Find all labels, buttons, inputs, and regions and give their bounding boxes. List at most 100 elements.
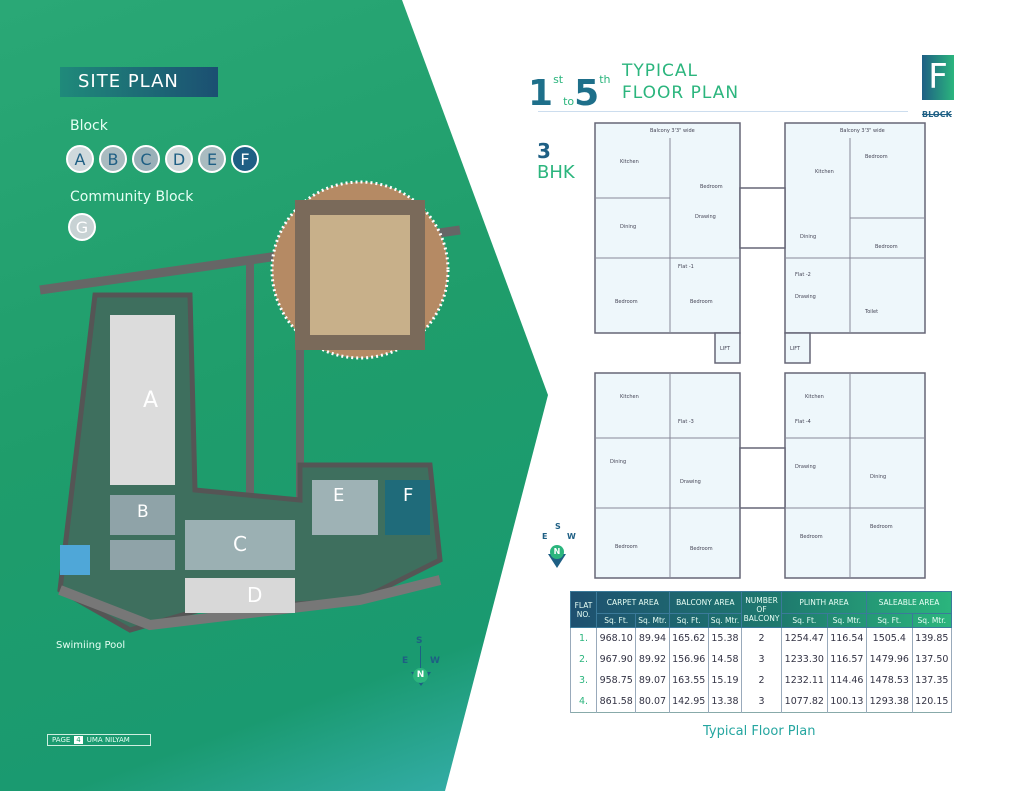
header-number-of-balcony: NUMBER OF BALCONY — [741, 591, 783, 628]
table-cell: 2 — [741, 670, 783, 691]
divider — [538, 111, 908, 112]
header-plinth: PLINTH AREA — [781, 591, 867, 614]
map-label-d: D — [247, 583, 263, 607]
svg-text:LIFT: LIFT — [720, 346, 731, 352]
site-plan-title: SITE PLAN — [60, 67, 218, 97]
svg-text:Drawing: Drawing — [795, 464, 816, 470]
table-cell: 137.50 — [911, 649, 953, 670]
map-label-b: B — [137, 502, 149, 522]
table-cell: 142.95 — [668, 691, 709, 713]
svg-text:Bedroom: Bedroom — [700, 184, 723, 190]
svg-text:LIFT: LIFT — [790, 346, 801, 352]
svg-text:Drawing: Drawing — [680, 479, 701, 485]
table-cell: 1. — [570, 627, 597, 649]
table-cell: 14.58 — [707, 649, 743, 670]
svg-text:Bedroom: Bedroom — [690, 299, 713, 305]
pool-label: Swimiing Pool — [56, 640, 126, 651]
header-flat-no: FLAT NO. — [570, 591, 597, 628]
svg-text:Kitchen: Kitchen — [620, 394, 639, 400]
svg-text:Flat -1: Flat -1 — [678, 264, 694, 270]
block-badge-label: BLOCK — [922, 110, 952, 119]
map-label-f: F — [403, 485, 414, 506]
svg-text:Kitchen: Kitchen — [805, 394, 824, 400]
table-cell: 163.55 — [668, 670, 709, 691]
block-badge: F — [922, 55, 954, 100]
table-cell: 89.92 — [635, 649, 670, 670]
svg-text:Flat -3: Flat -3 — [678, 419, 694, 425]
table-cell: 4. — [570, 691, 597, 713]
block-a-button[interactable]: A — [66, 145, 94, 173]
table-cell: 3. — [570, 670, 597, 691]
svg-text:Dining: Dining — [620, 224, 636, 230]
table-cell: 13.38 — [707, 691, 743, 713]
svg-text:Bedroom: Bedroom — [615, 544, 638, 550]
svg-text:Dining: Dining — [610, 459, 626, 465]
svg-text:Bedroom: Bedroom — [870, 524, 893, 530]
community-block-label: Community Block — [70, 189, 194, 205]
table-cell: 116.57 — [826, 649, 868, 670]
table-cell: 89.07 — [635, 670, 670, 691]
table-cell: 1505.4 — [866, 627, 913, 649]
block-f-button[interactable]: F — [231, 145, 259, 173]
block-b-button[interactable]: B — [99, 145, 127, 173]
block-e-button[interactable]: E — [198, 145, 226, 173]
table-cell: 15.19 — [707, 670, 743, 691]
table-cell: 3 — [741, 649, 783, 670]
table-cell: 1479.96 — [866, 649, 913, 670]
floor-plan-drawing: Balcony 3'3" wide Balcony 3'3" wide Kitch… — [594, 122, 926, 579]
svg-text:Flat -4: Flat -4 — [795, 419, 811, 425]
table-cell: 958.75 — [595, 670, 637, 691]
table-cell: 1293.38 — [866, 691, 913, 713]
table-cell: 1232.11 — [781, 670, 828, 691]
floor-compass: S E W N — [540, 522, 580, 572]
svg-text:Kitchen: Kitchen — [815, 169, 834, 175]
table-cell: 114.46 — [826, 670, 868, 691]
header-carpet: CARPET AREA — [596, 591, 670, 614]
table-cell: 968.10 — [595, 627, 637, 649]
site-compass: S E W N — [402, 636, 442, 696]
table-cell: 116.54 — [826, 627, 868, 649]
floor-range: 1stto5th — [528, 73, 611, 114]
block-g-button[interactable]: G — [68, 213, 96, 241]
table-cell: 1254.47 — [781, 627, 828, 649]
map-label-c: C — [233, 532, 247, 556]
svg-text:Balcony 3'3" wide: Balcony 3'3" wide — [650, 128, 695, 134]
table-cell: 861.58 — [595, 691, 637, 713]
header-balcony: BALCONY AREA — [668, 591, 743, 614]
svg-text:Bedroom: Bedroom — [690, 546, 713, 552]
block-d-button[interactable]: D — [165, 145, 193, 173]
map-label-a: A — [143, 388, 159, 413]
table-cell: 156.96 — [668, 649, 709, 670]
table-cell: 3 — [741, 691, 783, 713]
block-c-button[interactable]: C — [132, 145, 160, 173]
svg-text:Balcony 3'3" wide: Balcony 3'3" wide — [840, 128, 885, 134]
table-cell: 2 — [741, 627, 783, 649]
block-label: Block — [70, 118, 108, 134]
svg-text:Drawing: Drawing — [795, 294, 816, 300]
table-cell: 1233.30 — [781, 649, 828, 670]
svg-text:Dining: Dining — [800, 234, 816, 240]
svg-text:Drawing: Drawing — [695, 214, 716, 220]
table-cell: 100.13 — [826, 691, 868, 713]
table-caption: Typical Floor Plan — [703, 724, 816, 739]
svg-text:Kitchen: Kitchen — [620, 159, 639, 165]
page-number: 4 — [74, 736, 83, 744]
svg-text:Toilet: Toilet — [864, 309, 878, 315]
map-label-e: E — [333, 485, 345, 506]
table-cell: 80.07 — [635, 691, 670, 713]
table-cell: 137.35 — [911, 670, 953, 691]
block-selector: A B C D E F — [66, 145, 264, 173]
svg-text:Bedroom: Bedroom — [875, 244, 898, 250]
table-cell: 165.62 — [668, 627, 709, 649]
table-cell: 15.38 — [707, 627, 743, 649]
svg-text:Bedroom: Bedroom — [865, 154, 888, 160]
table-cell: 1077.82 — [781, 691, 828, 713]
svg-text:Bedroom: Bedroom — [615, 299, 638, 305]
area-table: FLAT NO. CARPET AREA BALCONY AREA NUMBER… — [570, 591, 953, 713]
